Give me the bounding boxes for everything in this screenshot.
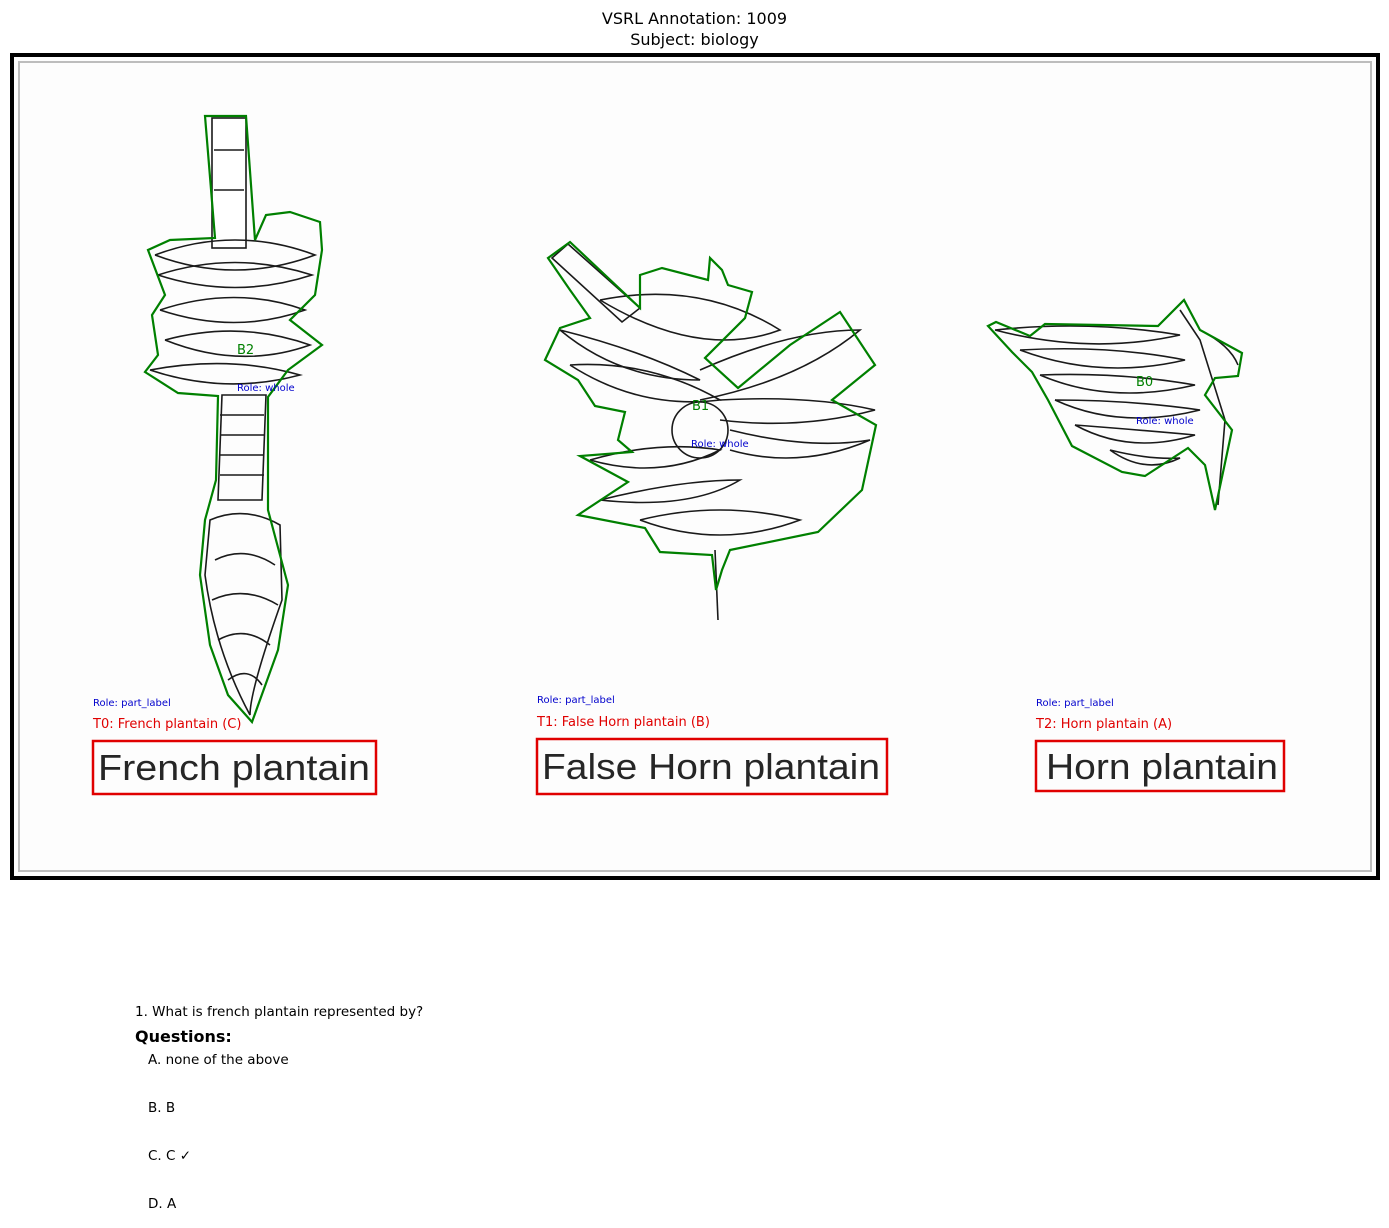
blob-b1-role: Role: whole — [691, 439, 749, 450]
text-box-contents: French plantain False Horn plantain Horn… — [98, 746, 1278, 788]
horn-plantain-drawing — [995, 310, 1238, 505]
text-box-t2-role: Role: part_label — [1036, 698, 1114, 709]
blob-outlines — [145, 116, 1242, 722]
text-box-t1-text: False Horn plantain — [542, 746, 880, 787]
french-plantain-drawing — [150, 118, 315, 715]
question-1-option-c: C. C ✓ — [135, 1148, 423, 1164]
diagram-canvas: French plantain False Horn plantain Horn… — [0, 0, 1389, 900]
plant-drawings — [150, 118, 1238, 715]
blob-b2-id: B2 — [237, 343, 254, 358]
blob-b0-role: Role: whole — [1136, 416, 1194, 427]
question-1-option-d: D. A — [135, 1196, 423, 1212]
questions-heading: Questions: — [135, 1027, 232, 1046]
text-box-t2-caption: T2: Horn plantain (A) — [1035, 717, 1172, 732]
text-box-t0-caption: T0: French plantain (C) — [92, 717, 241, 732]
blob-b1-id: B1 — [692, 399, 709, 414]
question-1-option-a: A. none of the above — [135, 1052, 423, 1068]
question-1-option-b: B. B — [135, 1100, 423, 1116]
text-box-t1-role: Role: part_label — [537, 695, 615, 706]
blob-b2-role: Role: whole — [237, 383, 295, 394]
blob-b0-outline — [988, 300, 1242, 510]
blob-b0-id: B0 — [1136, 375, 1153, 390]
text-box-t0-role: Role: part_label — [93, 698, 171, 709]
text-box-t0-text: French plantain — [98, 747, 370, 788]
text-box-t1-caption: T1: False Horn plantain (B) — [536, 715, 710, 730]
blob-b1-outline — [545, 242, 876, 590]
text-box-t2-text: Horn plantain — [1046, 746, 1278, 787]
question-1-text: 1. What is french plantain represented b… — [135, 1004, 423, 1020]
question-list: 1. What is french plantain represented b… — [135, 972, 423, 1228]
